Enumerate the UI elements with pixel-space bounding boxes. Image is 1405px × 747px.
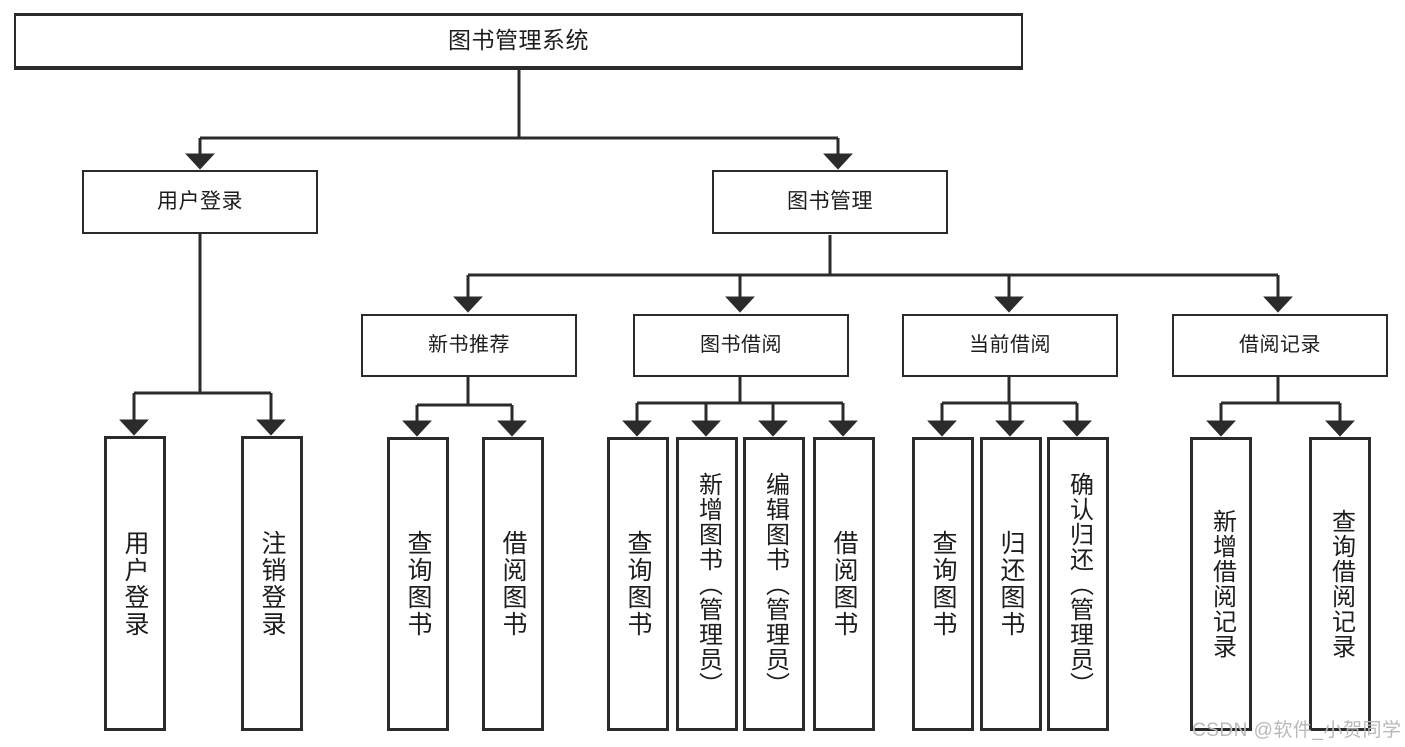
node-label: 借阅图书 xyxy=(830,530,858,638)
leaf-user-login[interactable]: 用户登录 xyxy=(104,436,166,731)
leaf-confirm-return-admin[interactable]: 确认归还（管理员） xyxy=(1047,437,1109,731)
leaf-query-book-borrow[interactable]: 查询图书 xyxy=(607,437,669,731)
leaf-query-book-current[interactable]: 查询图书 xyxy=(912,437,974,731)
leaf-add-borrow-record[interactable]: 新增借阅记录 xyxy=(1190,437,1252,731)
leaf-borrow-book[interactable]: 借阅图书 xyxy=(813,437,875,731)
node-label: 查询图书 xyxy=(929,530,957,638)
node-label: 新增借阅记录 xyxy=(1208,509,1236,659)
node-borrow-record[interactable]: 借阅记录 xyxy=(1172,314,1388,377)
node-label: 查询图书 xyxy=(624,530,652,638)
node-label: 新增图书（管理员） xyxy=(694,471,722,697)
node-label: 图书管理 xyxy=(787,189,873,213)
leaf-query-book-recommendation[interactable]: 查询图书 xyxy=(387,437,449,731)
node-label: 用户登录 xyxy=(121,529,149,638)
node-label: 编辑图书（管理员） xyxy=(761,471,789,697)
leaf-query-borrow-record[interactable]: 查询借阅记录 xyxy=(1309,437,1371,731)
node-book-management[interactable]: 图书管理 xyxy=(712,170,948,234)
node-label: 确认归还（管理员） xyxy=(1065,471,1093,697)
leaf-logout[interactable]: 注销登录 xyxy=(241,436,303,731)
watermark-text: CSDN @软件_小贺同学 xyxy=(1192,720,1402,741)
node-label: 新书推荐 xyxy=(428,333,510,356)
node-label: 注销登录 xyxy=(258,529,286,638)
node-new-book-recommendation[interactable]: 新书推荐 xyxy=(361,314,577,377)
node-label: 借阅图书 xyxy=(499,530,527,638)
node-root-system[interactable]: 图书管理系统 xyxy=(14,14,1023,68)
node-label: 查询借阅记录 xyxy=(1327,509,1355,659)
node-label: 当前借阅 xyxy=(969,333,1051,356)
leaf-borrow-book-recommendation[interactable]: 借阅图书 xyxy=(482,437,544,731)
leaf-return-book[interactable]: 归还图书 xyxy=(980,437,1042,731)
node-book-borrow[interactable]: 图书借阅 xyxy=(633,314,849,377)
node-user-login[interactable]: 用户登录 xyxy=(82,170,318,234)
node-label: 查询图书 xyxy=(404,530,432,638)
leaf-add-book-admin[interactable]: 新增图书（管理员） xyxy=(676,437,738,731)
leaf-edit-book-admin[interactable]: 编辑图书（管理员） xyxy=(743,437,805,731)
node-label: 用户登录 xyxy=(157,189,243,213)
node-label: 借阅记录 xyxy=(1239,333,1321,356)
node-label: 归还图书 xyxy=(997,530,1025,638)
node-label: 图书借阅 xyxy=(700,333,782,356)
node-current-borrow[interactable]: 当前借阅 xyxy=(902,314,1118,377)
node-label: 图书管理系统 xyxy=(448,27,589,54)
